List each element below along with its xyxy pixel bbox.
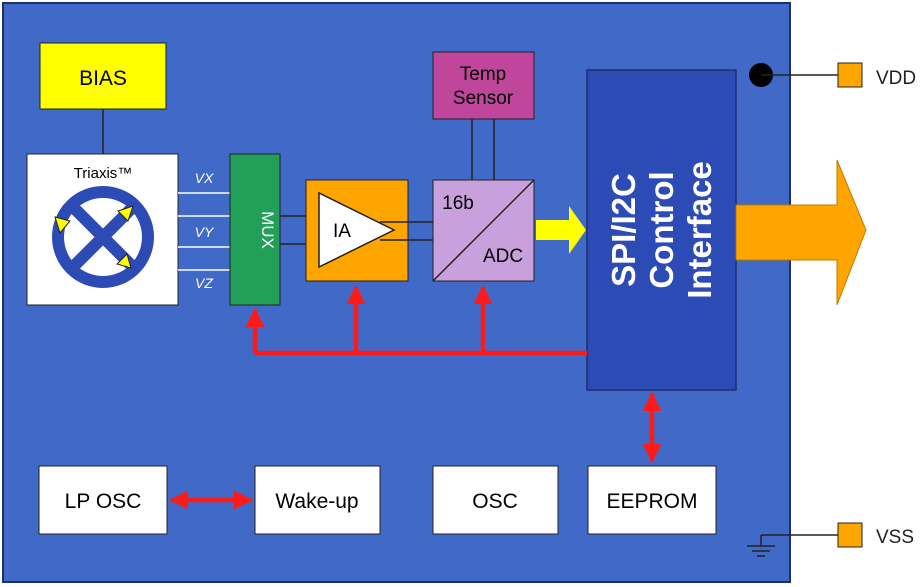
vss-pin [837, 522, 863, 548]
control-bus [245, 285, 587, 356]
temp-sensor-label-line2: Sensor [453, 88, 514, 109]
eeprom-label: EEPROM [606, 490, 697, 513]
adc-label: ADC [483, 246, 523, 267]
interface-label-line2: Control [643, 171, 680, 288]
osc-block [432, 465, 559, 535]
ia-to-adc-lines [380, 221, 433, 241]
sensor-signal-lines [178, 192, 230, 271]
osc-label: OSC [472, 490, 518, 513]
vy-label: VY [195, 224, 215, 240]
ground-icon [747, 545, 775, 557]
triaxis-label: Triaxis™ [74, 165, 133, 182]
temp-sensor-block [432, 51, 535, 120]
vx-label: VX [195, 170, 214, 186]
vdd-pin [837, 62, 863, 88]
interface-output-arrow [735, 159, 867, 306]
mux-label: MUX [258, 211, 277, 249]
interface-block [586, 69, 737, 391]
ia-amplifier-symbol [318, 191, 396, 269]
interface-label-line3: Interface [681, 161, 718, 299]
adc-diagonal [432, 179, 535, 282]
vz-label: VZ [195, 275, 213, 291]
adc-output-arrow [536, 206, 586, 254]
wakeup-block [254, 465, 381, 535]
adc-bits-label: 16b [442, 193, 474, 214]
mux-block [229, 153, 281, 306]
vdd-label: VDD [876, 68, 916, 89]
triaxis-icon [52, 186, 154, 288]
wakeup-label: Wake-up [275, 490, 358, 513]
bias-label: BIAS [79, 67, 127, 90]
lp-osc-label: LP OSC [65, 490, 142, 513]
temp-sensor-label-line1: Temp [460, 64, 506, 85]
temp-to-adc-lines [471, 119, 495, 180]
bias-block [39, 42, 167, 110]
interface-label-line1: SPI/I2C [605, 173, 642, 287]
eeprom-block [587, 465, 717, 535]
ia-label: IA [333, 221, 351, 242]
vss-label: VSS [876, 527, 914, 548]
lp-osc-block [38, 465, 168, 535]
